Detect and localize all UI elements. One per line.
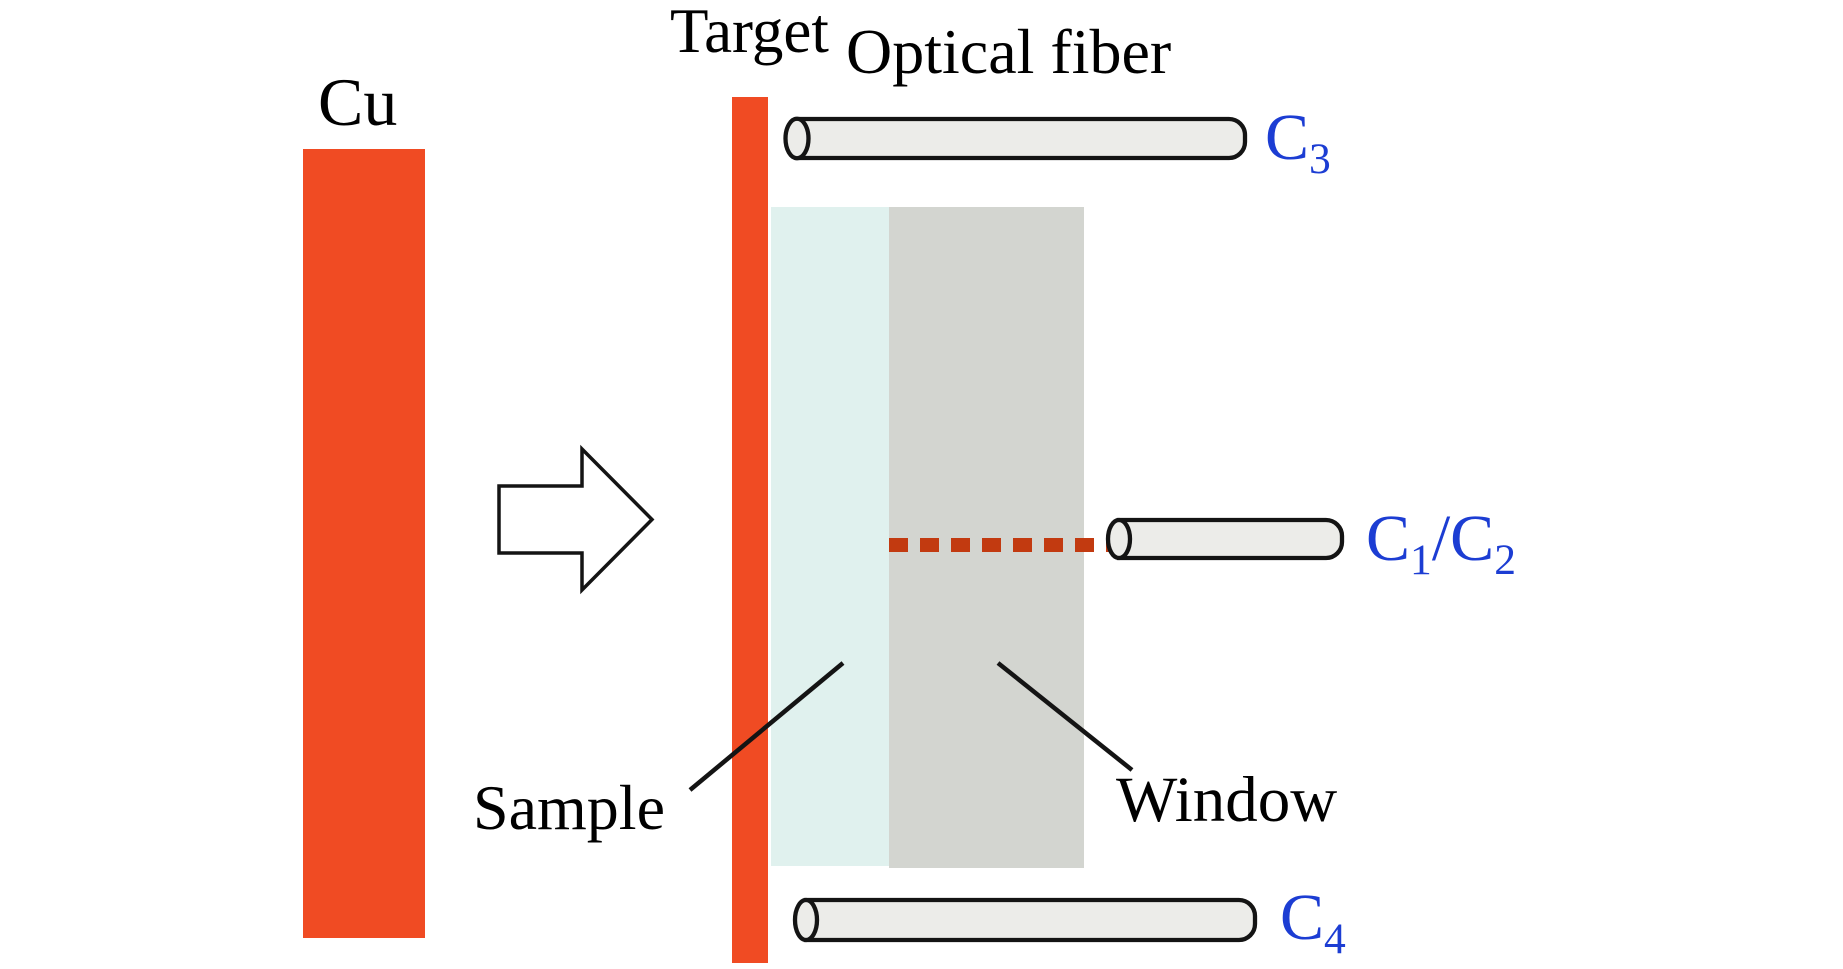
fiber-middle-end-face bbox=[1105, 517, 1133, 561]
direction-arrow-icon bbox=[497, 444, 655, 595]
c1c2-separator: / bbox=[1431, 502, 1451, 575]
target-foil bbox=[732, 97, 768, 963]
c2-symbol: C bbox=[1450, 502, 1495, 575]
c2-subscript: 2 bbox=[1494, 535, 1516, 584]
window-leader-line bbox=[996, 661, 1134, 772]
fiber-top-body bbox=[794, 116, 1248, 161]
c4-subscript: 4 bbox=[1324, 914, 1346, 963]
sample-leader-line bbox=[688, 661, 845, 792]
fiber-middle-body bbox=[1116, 517, 1345, 561]
window-label: Window bbox=[1116, 764, 1338, 836]
target-label: Target bbox=[670, 0, 829, 66]
c1-symbol: C bbox=[1366, 502, 1411, 575]
fiber-bottom-end-face bbox=[792, 897, 820, 943]
optical-fiber-bottom bbox=[792, 897, 1258, 943]
fiber-c1c2-label: C1/C2 bbox=[1366, 506, 1516, 583]
c3-subscript: 3 bbox=[1309, 134, 1331, 183]
fiber-bottom-body bbox=[803, 897, 1258, 943]
c4-symbol: C bbox=[1280, 881, 1325, 954]
fiber-c4-label: C4 bbox=[1280, 885, 1346, 962]
fiber-top-end-face bbox=[783, 116, 811, 161]
optical-fiber-top bbox=[783, 116, 1248, 161]
copper-label: Cu bbox=[318, 64, 398, 140]
optical-fiber-label: Optical fiber bbox=[846, 16, 1172, 87]
sample-layer bbox=[771, 207, 889, 866]
window-layer bbox=[889, 207, 1084, 868]
sample-label: Sample bbox=[473, 772, 665, 843]
c1-subscript: 1 bbox=[1410, 535, 1432, 584]
c3-symbol: C bbox=[1265, 101, 1310, 174]
fiber-c3-label: C3 bbox=[1265, 105, 1331, 182]
copper-slab bbox=[303, 149, 425, 938]
optical-fiber-middle bbox=[1105, 517, 1345, 561]
